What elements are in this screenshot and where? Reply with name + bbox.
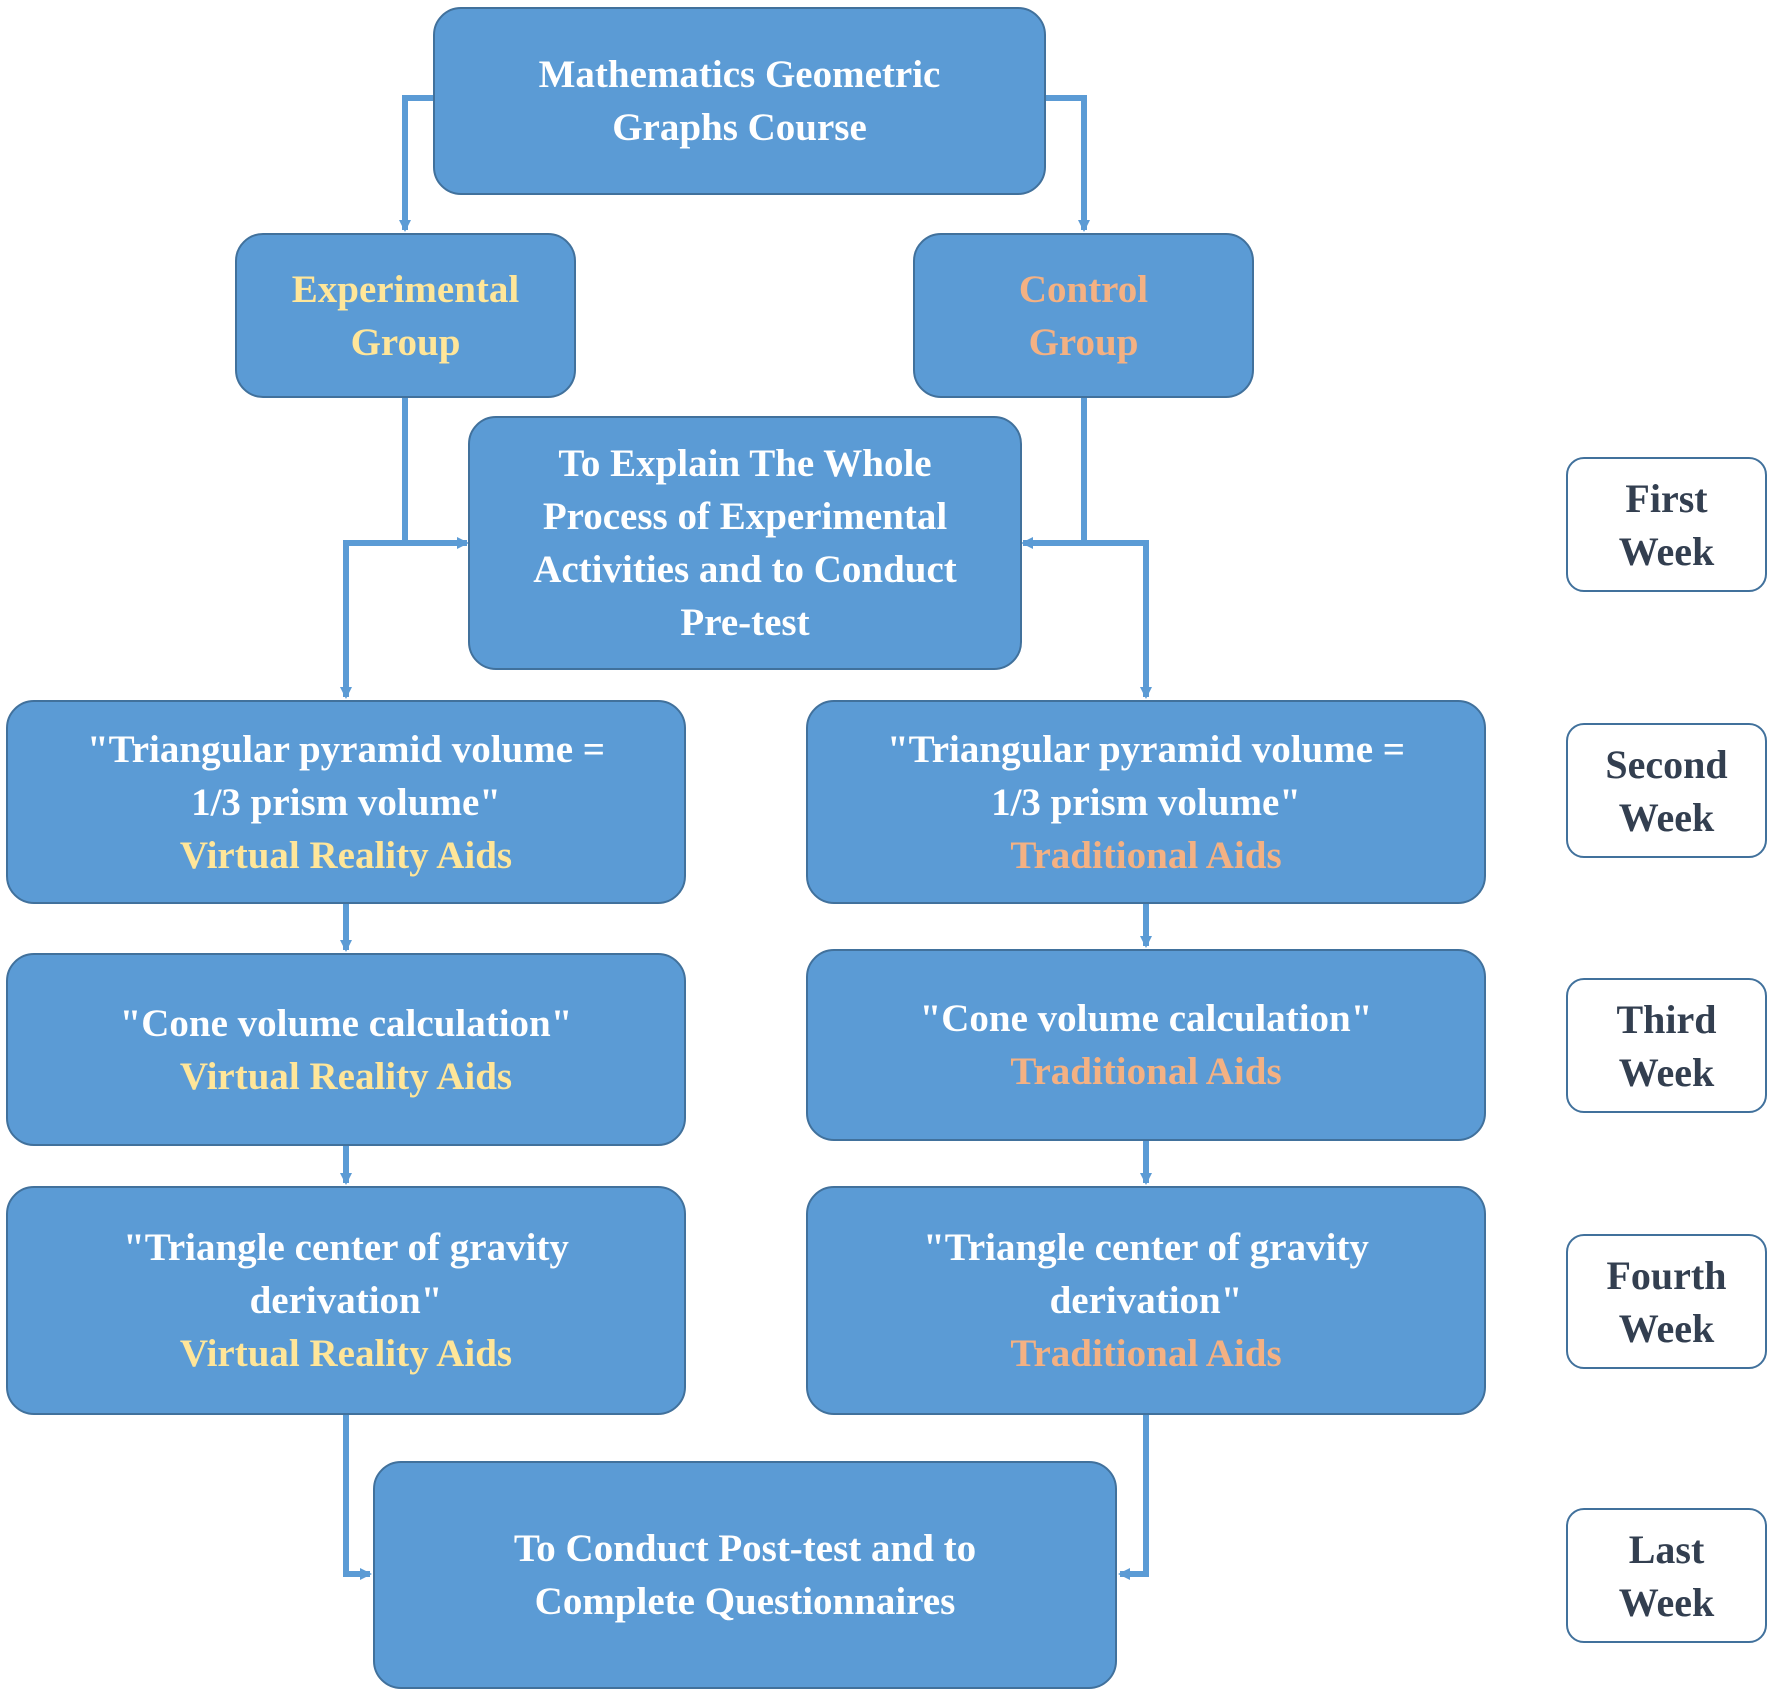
experimental-step-2: "Cone volume calculation" Virtual Realit… <box>6 953 686 1146</box>
week-label-second: Second Week <box>1566 723 1767 858</box>
control-step-1: "Triangular pyramid volume = 1/3 prism v… <box>806 700 1486 904</box>
arrow-course-to-experimental <box>399 95 433 232</box>
week-label-last-line-1: Last <box>1628 1526 1705 1572</box>
week-label-third: Third Week <box>1566 978 1767 1113</box>
experimental-step-2-line-1: "Cone volume calculation" <box>119 1001 573 1045</box>
week-label-first-line-2: Week <box>1618 528 1715 574</box>
control-group-line-1: Control <box>1018 267 1149 311</box>
control-step-2-line-1: "Cone volume calculation" <box>919 997 1373 1040</box>
posttest-box: To Conduct Post-test and to Complete Que… <box>373 1461 1117 1689</box>
posttest-line-1: To Conduct Post-test and to <box>513 1527 977 1570</box>
control-step-3: "Triangle center of gravity derivation" … <box>806 1186 1486 1415</box>
experimental-step-1-line-2: 1/3 prism volume" <box>191 780 501 824</box>
arrow-ctl-week4-to-posttest <box>1118 1415 1149 1580</box>
control-step-1-aid: Traditional Aids <box>1010 833 1282 877</box>
experimental-step-1-line-1: "Triangular pyramid volume = <box>86 727 606 771</box>
week-label-last-line-2: Week <box>1618 1579 1715 1625</box>
week-label-third-line-1: Third <box>1616 996 1717 1042</box>
experimental-group-box: Experimental Group <box>235 233 576 398</box>
experimental-step-3: "Triangle center of gravity derivation" … <box>6 1186 686 1415</box>
control-group-line-2: Group <box>1028 320 1139 364</box>
pretest-box: To Explain The Whole Process of Experime… <box>468 416 1022 670</box>
pretest-line-2: Process of Experimental <box>542 495 948 538</box>
week-label-fourth-line-2: Week <box>1618 1305 1715 1351</box>
week-label-third-line-2: Week <box>1618 1049 1715 1095</box>
week-label-first: First Week <box>1566 457 1767 592</box>
control-step-2: "Cone volume calculation" Traditional Ai… <box>806 949 1486 1141</box>
experimental-group-line-1: Experimental <box>291 267 520 311</box>
control-step-3-line-2: derivation" <box>1049 1279 1243 1322</box>
arrow-exp-week4-to-posttest <box>343 1415 372 1580</box>
control-step-2-aid: Traditional Aids <box>1010 1050 1282 1093</box>
arrow-pretest-to-ctl-week2 <box>1084 540 1152 699</box>
control-step-3-line-1: "Triangle center of gravity <box>923 1226 1369 1269</box>
arrow-control-to-pretest <box>1021 398 1087 549</box>
experimental-step-2-aid: Virtual Reality Aids <box>179 1054 513 1098</box>
arrow-experimental-to-pretest <box>402 398 469 549</box>
control-step-3-aid: Traditional Aids <box>1010 1332 1282 1375</box>
pretest-line-1: To Explain The Whole <box>558 442 932 485</box>
week-label-fourth-line-1: Fourth <box>1606 1252 1727 1298</box>
week-label-fourth: Fourth Week <box>1566 1234 1767 1369</box>
experimental-step-3-line-2: derivation" <box>249 1279 443 1322</box>
week-label-first-line-1: First <box>1625 475 1708 521</box>
experimental-step-3-line-1: "Triangle center of gravity <box>123 1226 569 1269</box>
experimental-step-1-aid: Virtual Reality Aids <box>179 833 513 877</box>
experimental-step-1: "Triangular pyramid volume = 1/3 prism v… <box>6 700 686 904</box>
experimental-step-3-aid: Virtual Reality Aids <box>179 1332 513 1375</box>
week-label-last: Last Week <box>1566 1508 1767 1643</box>
control-group-box: Control Group <box>913 233 1254 398</box>
posttest-line-2: Complete Questionnaires <box>534 1580 956 1623</box>
control-step-1-line-1: "Triangular pyramid volume = <box>886 727 1406 771</box>
arrow-course-to-control <box>1046 95 1090 232</box>
week-label-second-line-1: Second <box>1605 741 1728 787</box>
course-box: Mathematics Geometric Graphs Course <box>433 7 1046 195</box>
course-line-1: Mathematics Geometric <box>538 53 941 96</box>
course-line-2: Graphs Course <box>612 106 867 149</box>
arrow-pretest-to-exp-week2 <box>340 540 405 699</box>
pretest-line-4: Pre-test <box>680 601 810 644</box>
week-label-second-line-2: Week <box>1618 794 1715 840</box>
control-step-1-line-2: 1/3 prism volume" <box>991 780 1301 824</box>
experimental-group-line-2: Group <box>350 320 461 364</box>
pretest-line-3: Activities and to Conduct <box>533 548 957 591</box>
